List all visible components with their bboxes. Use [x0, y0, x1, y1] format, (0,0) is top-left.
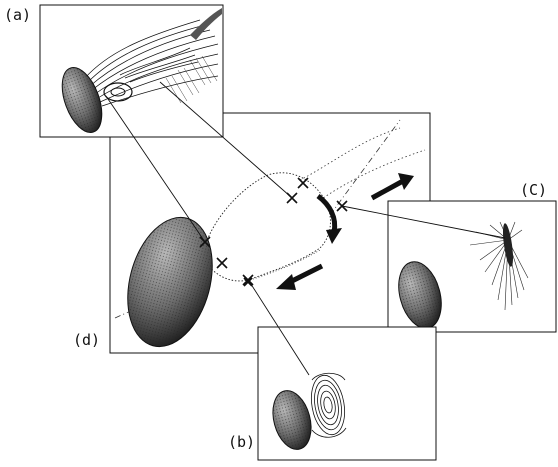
panel-a	[40, 5, 223, 138]
panel-b-label: (b)	[228, 435, 255, 450]
panel-c	[388, 201, 556, 333]
panel-d-label: (d)	[73, 333, 100, 348]
panel-a-label: (a)	[4, 8, 31, 23]
panel-d	[110, 113, 430, 356]
panel-b	[258, 327, 436, 460]
panel-c-label: (C)	[520, 183, 547, 198]
